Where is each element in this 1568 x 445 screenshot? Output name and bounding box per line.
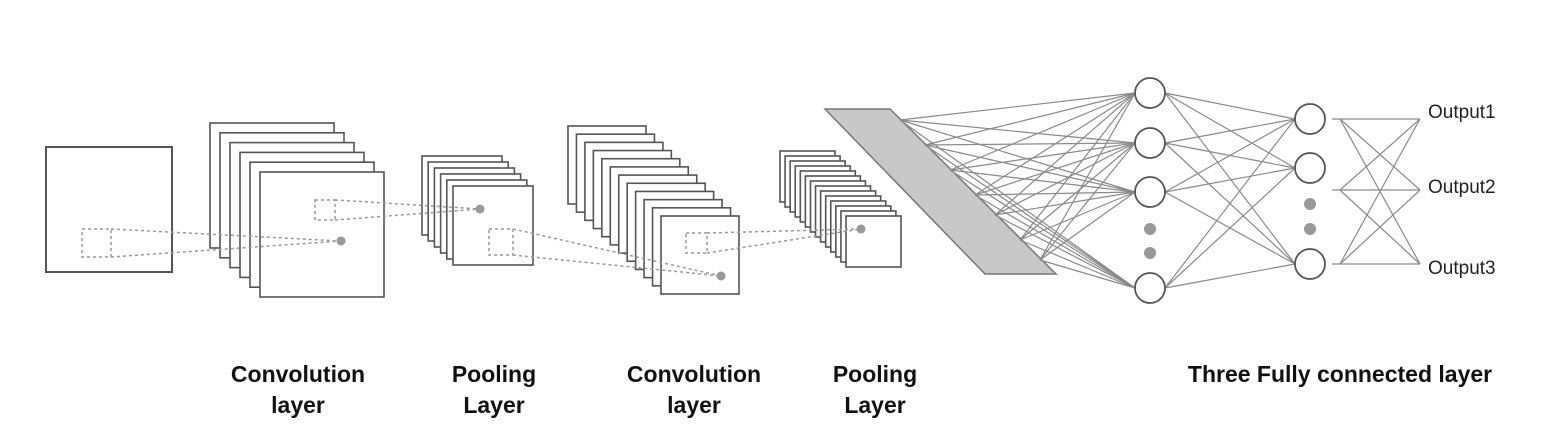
fc-edge <box>1039 191 1136 261</box>
fc-edge <box>1164 92 1296 265</box>
pool1-feature-maps <box>421 155 534 266</box>
fc-edge <box>924 142 1136 146</box>
projection-line <box>706 228 862 254</box>
ellipsis-dot <box>1144 247 1156 259</box>
fc-edge <box>994 214 1136 289</box>
output-label-3: Output3 <box>1428 258 1496 279</box>
fc-edge <box>899 119 1136 193</box>
fc-edge <box>994 92 1136 216</box>
fc-edge <box>994 142 1136 216</box>
pool1-caption-line2: Layer <box>463 392 525 418</box>
ellipsis-dot <box>1304 223 1316 235</box>
fc-edge <box>1164 118 1296 289</box>
pool2-output-unit <box>856 224 866 234</box>
conv1-caption-line2: layer <box>271 392 325 418</box>
conv2-feature-map <box>660 215 740 295</box>
fc-edge <box>899 119 1136 144</box>
projection-line <box>110 228 342 242</box>
fc-edge <box>949 169 1136 289</box>
neurons <box>1134 77 1326 304</box>
output-edge <box>1339 118 1421 265</box>
conv1-output-unit <box>336 236 346 246</box>
fc-edge <box>1164 263 1296 289</box>
hidden-neuron-layer2 <box>1294 152 1326 184</box>
conv2-feature-maps <box>567 125 740 295</box>
fc-edge <box>974 142 1136 196</box>
fc-edge <box>899 92 1136 121</box>
fc-edge <box>1164 167 1296 193</box>
conv1-caption: Convolution layer <box>218 359 378 421</box>
pool1-feature-map <box>452 185 534 266</box>
conv1-feature-map <box>259 171 385 298</box>
ellipsis-dot <box>1144 223 1156 235</box>
conv2-receptive-field <box>685 232 708 254</box>
conv1-caption-line1: Convolution <box>230 361 366 387</box>
fc-edge <box>1164 118 1296 144</box>
input-receptive-field <box>81 228 112 258</box>
projection-line <box>706 228 862 234</box>
receptive-field-projections <box>110 199 866 281</box>
output-edge <box>1339 189 1421 265</box>
conv2-caption-line2: layer <box>667 392 721 418</box>
fc-edge <box>949 92 1136 171</box>
ellipsis-dots <box>1144 198 1316 259</box>
pool2-caption-line2: Layer <box>844 392 906 418</box>
fully-connected-edges <box>899 92 1421 289</box>
output-label-2: Output2 <box>1428 177 1496 198</box>
pool1-caption-line1: Pooling <box>451 361 537 387</box>
fc-edge <box>974 191 1136 196</box>
conv2-output-unit <box>716 271 726 281</box>
conv1-receptive-field <box>314 199 336 221</box>
hidden-neuron-layer2 <box>1294 103 1326 135</box>
input-image <box>45 146 173 273</box>
flatten-layer <box>823 108 1058 275</box>
fc-edge <box>1019 142 1136 241</box>
pool2-caption-line1: Pooling <box>832 361 918 387</box>
fc-edge <box>1019 92 1136 241</box>
pool1-output-unit <box>475 204 485 214</box>
pool2-caption: Pooling Layer <box>815 359 935 421</box>
fc-edge <box>1039 142 1136 261</box>
fc-edge <box>1164 92 1296 120</box>
hidden-neuron-layer1 <box>1134 77 1166 109</box>
conv1-feature-maps <box>209 122 385 298</box>
pool1-caption: Pooling Layer <box>434 359 554 421</box>
projection-line <box>334 199 481 210</box>
pool2-feature-map <box>845 215 902 268</box>
output-edge <box>1339 118 1421 191</box>
fc-edge <box>1164 118 1296 193</box>
projection-line <box>512 254 722 277</box>
fc-edge <box>1019 239 1136 289</box>
fc-edge <box>994 191 1136 216</box>
projection-line <box>334 208 481 221</box>
fc-edge <box>1164 167 1296 289</box>
fc-edge <box>1039 92 1136 261</box>
projection-line <box>110 240 342 258</box>
fc-caption: Three Fully connected layer <box>1160 359 1520 390</box>
pool1-receptive-field <box>488 228 514 256</box>
fc-edge <box>924 92 1136 146</box>
conv2-caption-line1: Convolution <box>626 361 762 387</box>
hidden-neuron-layer2 <box>1294 248 1326 280</box>
fc-edge <box>949 169 1136 193</box>
ellipsis-dot <box>1304 198 1316 210</box>
conv2-caption: Convolution layer <box>614 359 774 421</box>
hidden-neuron-layer1 <box>1134 272 1166 304</box>
hidden-neuron-layer1 <box>1134 127 1166 159</box>
fc-edge <box>924 144 1136 193</box>
fc-edge <box>974 92 1136 196</box>
output-label-1: Output1 <box>1428 102 1496 123</box>
hidden-neuron-layer1 <box>1134 176 1166 208</box>
fc-caption-line1: Three Fully connected layer <box>1187 361 1493 387</box>
fc-edge <box>1019 191 1136 241</box>
fc-edge <box>1039 259 1136 289</box>
